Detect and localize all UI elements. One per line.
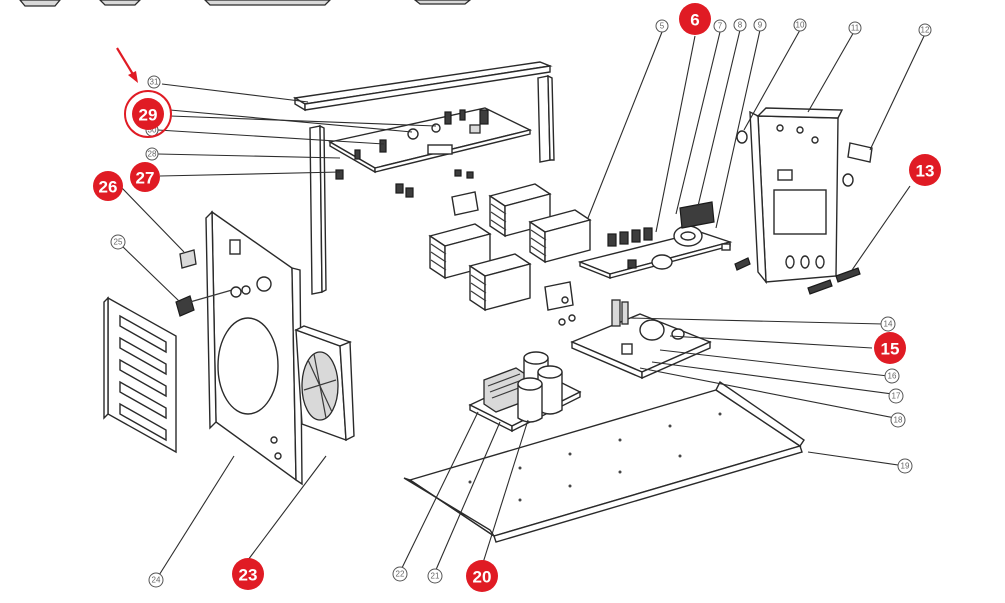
- svg-text:7: 7: [718, 22, 723, 31]
- svg-text:19: 19: [901, 462, 910, 471]
- callout-25: 25: [110, 234, 126, 250]
- small-transistors: [335, 169, 479, 216]
- svg-text:14: 14: [884, 320, 893, 329]
- callout-23: 23: [232, 558, 264, 590]
- svg-text:20: 20: [473, 568, 492, 587]
- callout-6: 6: [679, 3, 711, 35]
- callout-19: 19: [897, 458, 913, 474]
- svg-text:23: 23: [239, 566, 258, 585]
- callout-20: 20: [466, 560, 498, 592]
- svg-text:10: 10: [796, 21, 805, 30]
- callout-24: 24: [148, 572, 164, 588]
- callout-16: 16: [884, 368, 900, 384]
- callout-11: 11: [848, 21, 862, 35]
- fan-grille: [103, 296, 177, 454]
- top-rail: [292, 61, 553, 112]
- callout-13: 13: [909, 154, 941, 186]
- svg-text:29: 29: [139, 106, 158, 125]
- leader-lines: [121, 29, 926, 581]
- cooling-fan: [294, 325, 355, 442]
- callout-27: 27: [130, 162, 160, 192]
- svg-text:18: 18: [894, 416, 903, 425]
- callout-12: 12: [918, 23, 932, 37]
- svg-text:6: 6: [690, 11, 699, 30]
- svg-text:11: 11: [851, 24, 860, 33]
- base-tray: [403, 380, 805, 543]
- vertical-post-left: [309, 124, 327, 295]
- svg-text:21: 21: [431, 572, 440, 581]
- upper-control-board: [328, 107, 533, 174]
- callout-21: 21: [427, 568, 443, 584]
- svg-text:13: 13: [916, 162, 935, 181]
- svg-text:25: 25: [114, 238, 123, 247]
- svg-text:24: 24: [152, 576, 161, 585]
- callout-28: 28: [145, 147, 159, 161]
- callout-29-ring: [124, 90, 172, 138]
- vertical-post-right: [537, 74, 555, 163]
- svg-text:9: 9: [758, 21, 763, 30]
- callout-9: 9: [753, 18, 767, 32]
- power-module: [468, 351, 582, 433]
- red-arrow-pointer: [116, 47, 138, 83]
- svg-text:17: 17: [892, 392, 901, 401]
- callout-7: 7: [713, 19, 727, 33]
- callout-29: 29: [132, 98, 164, 130]
- cropped-top-artifacts: [19, 0, 472, 7]
- svg-text:12: 12: [921, 26, 930, 35]
- highlighted-callouts: 29 27 26 6 13 15 20 23: [93, 3, 941, 592]
- callout-8: 8: [733, 18, 747, 32]
- callout-17: 17: [888, 388, 904, 404]
- svg-text:30: 30: [148, 126, 157, 135]
- callout-22: 22: [392, 566, 408, 582]
- callout-15: 15: [874, 332, 906, 364]
- capacitor-board-small: [570, 299, 712, 380]
- callout-18: 18: [890, 412, 906, 428]
- callout-10: 10: [793, 18, 807, 32]
- rear-connectors: [175, 249, 242, 317]
- svg-text:5: 5: [660, 22, 665, 31]
- svg-text:31: 31: [150, 78, 159, 87]
- svg-text:16: 16: [888, 372, 897, 381]
- svg-text:26: 26: [99, 178, 118, 197]
- callout-5: 5: [655, 19, 669, 33]
- svg-text:27: 27: [136, 169, 155, 188]
- heatsink-blocks: [428, 183, 592, 326]
- callout-31: 31: [147, 75, 161, 89]
- svg-text:15: 15: [881, 340, 900, 359]
- minor-callouts: 5 7 8 9 10 11 12 14 16 17 18 19 21 22 24…: [110, 18, 932, 588]
- callout-26: 26: [93, 171, 123, 201]
- output-board: [577, 201, 733, 280]
- svg-text:8: 8: [738, 21, 743, 30]
- front-panel-right: [749, 107, 873, 295]
- svg-text:22: 22: [396, 570, 405, 579]
- rear-panel-left: [205, 210, 303, 486]
- svg-text:28: 28: [148, 150, 157, 159]
- callout-14: 14: [880, 316, 896, 332]
- small-hardware-right: [721, 130, 854, 271]
